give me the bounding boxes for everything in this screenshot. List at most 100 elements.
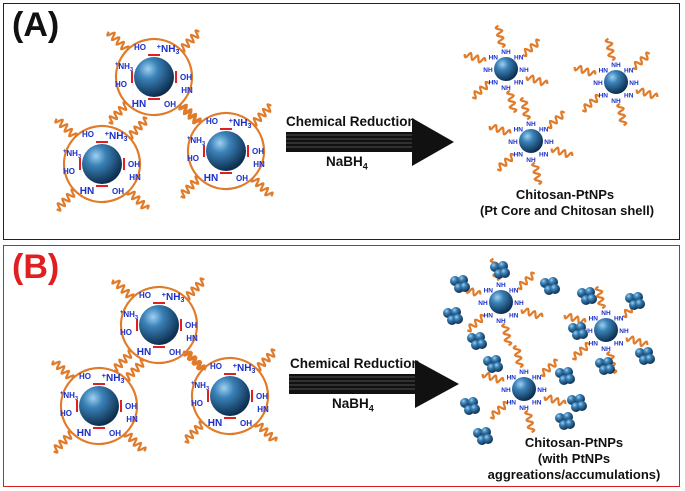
- amine-group-label: HN: [137, 347, 151, 358]
- hydroxyl-group-label: HO: [63, 167, 75, 176]
- reaction-arrow: [289, 360, 459, 408]
- reaction-arrow: [286, 118, 454, 166]
- amine-group-label: NH: [537, 387, 547, 394]
- ptnp-aggregate: [625, 292, 645, 310]
- amine-group-label: NH: [611, 98, 621, 105]
- chitosan-chain: [56, 188, 76, 212]
- pt-core: [519, 129, 543, 153]
- arrow-label-reagent: NaBH4: [332, 396, 374, 414]
- amine-group-label: HN: [129, 173, 141, 182]
- pt-nanoparticle: [565, 419, 575, 429]
- hydroxyl-group-label: OH: [112, 187, 124, 196]
- arrow-label-reaction: Chemical Reduction: [290, 356, 420, 371]
- chitosan-chain: [571, 341, 590, 361]
- amine-group-label: HN: [80, 186, 94, 197]
- chitosan-chain: [531, 161, 543, 186]
- amine-group-label: HN: [532, 374, 542, 381]
- chitosan-loop: [119, 305, 141, 359]
- ptnp-aggregate: [567, 394, 587, 412]
- chitosan-chain: [53, 430, 73, 454]
- amine-group-label: NH: [519, 67, 529, 74]
- chitosan-chain: [547, 110, 566, 130]
- chitosan-chain: [252, 103, 272, 127]
- chitosan-chain: [581, 93, 600, 113]
- pt-nanoparticle: [470, 404, 480, 414]
- amine-group-label: +NH3: [102, 371, 125, 385]
- amine-group-label: HN: [624, 93, 634, 100]
- chitosan-loop: [65, 366, 119, 388]
- amine-group-label: NH: [501, 85, 511, 92]
- hydroxyl-group-label: OH: [169, 348, 181, 357]
- amine-group-label: NH: [514, 300, 524, 307]
- ptnp-aggregate: [460, 397, 480, 415]
- pt-core: [494, 57, 518, 81]
- chitosan-chain: [625, 335, 649, 348]
- chitosan-chain: [524, 409, 536, 434]
- chitosan-loop: [82, 182, 136, 204]
- hydroxyl-group-label: HO: [79, 372, 91, 381]
- ptnp-aggregate: [568, 322, 588, 340]
- chitosan-loop: [139, 343, 193, 365]
- ptnp-aggregate: [467, 332, 487, 350]
- amine-group-label: HN: [126, 415, 138, 424]
- pt-nanoparticle: [493, 362, 503, 372]
- pt-core: [79, 386, 119, 426]
- caption-subtitle: (with PtNPs: [537, 451, 611, 466]
- pt-nanoparticle: [605, 364, 615, 374]
- amine-group-label: NH: [519, 369, 529, 376]
- chitosan-loop: [172, 43, 194, 97]
- amine-group-label: NH: [593, 80, 603, 87]
- chitosan-chain: [543, 394, 567, 407]
- caption-subtitle-2: aggreations/accumulations): [487, 467, 661, 482]
- chitosan-loop: [186, 131, 208, 185]
- pt-nanoparticle: [645, 354, 655, 364]
- chitosan-chain: [632, 51, 651, 71]
- pt-nanoparticle: [578, 329, 588, 339]
- chitosan-chain: [125, 358, 145, 382]
- amine-group-label: HN: [257, 405, 269, 414]
- amine-group-label: HN: [484, 287, 494, 294]
- amine-group-label: NH: [601, 346, 611, 353]
- pt-nanoparticle: [587, 294, 597, 304]
- amine-group-label: HN: [624, 67, 634, 74]
- caption-title: Chitosan-PtNPs: [524, 435, 624, 450]
- amine-group-label: HN: [539, 152, 549, 159]
- amine-group-label: HN: [532, 400, 542, 407]
- chitosan-chain: [489, 400, 508, 420]
- hydroxyl-group-label: HO: [134, 43, 146, 52]
- hydroxyl-group-label: HO: [206, 117, 218, 126]
- chitosan-loop: [210, 414, 264, 436]
- amine-group-label: HN: [599, 93, 609, 100]
- amine-group-label: HN: [253, 160, 265, 169]
- amine-group-label: +NH3: [63, 149, 81, 160]
- chitosan-chain: [525, 74, 549, 87]
- chitosan-chain: [180, 29, 200, 53]
- amine-group-label: HN: [589, 341, 599, 348]
- amine-group-label: HN: [132, 99, 146, 110]
- chitosan-chain: [519, 96, 531, 121]
- arrow-label-reagent: NaBH4: [326, 154, 368, 172]
- hydroxyl-group-label: OH: [180, 73, 192, 82]
- pt-nanoparticle: [565, 374, 575, 384]
- pt-nanoparticle: [500, 268, 510, 278]
- amine-group-label: NH: [496, 318, 506, 325]
- chitosan-chain: [256, 348, 276, 372]
- ptnp-aggregate: [483, 355, 503, 373]
- amine-group-label: HN: [509, 313, 519, 320]
- amine-group-label: NH: [619, 328, 629, 335]
- chitosan-loop: [114, 57, 136, 111]
- amine-group-label: +NH3: [115, 62, 133, 73]
- hydroxyl-group-label: OH: [252, 147, 264, 156]
- chitosan-chain: [573, 64, 597, 77]
- chitosan-loop: [62, 144, 84, 198]
- chitosan-chain: [604, 37, 616, 62]
- chitosan-loop: [244, 117, 266, 171]
